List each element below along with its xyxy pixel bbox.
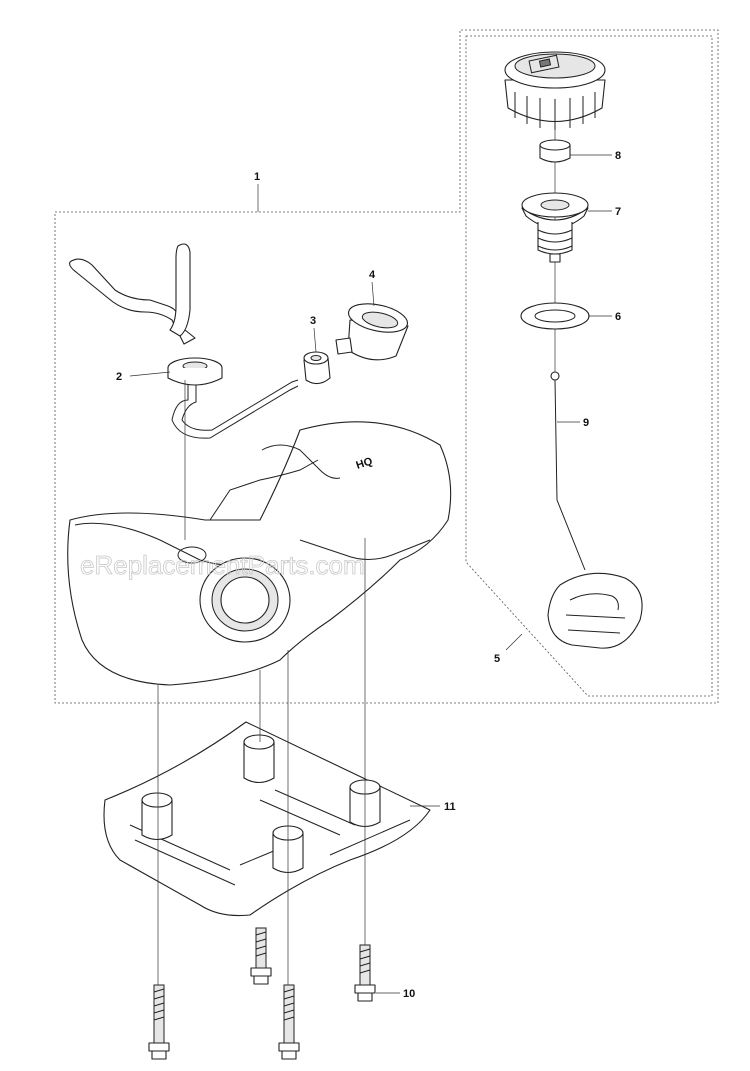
watermark-text: eReplacementParts.com <box>80 550 365 580</box>
part-10-bolt-a <box>148 984 170 1060</box>
callout-1: 1 <box>254 171 260 183</box>
callout-7: 7 <box>615 206 621 218</box>
leader-5 <box>505 633 523 651</box>
callout-4: 4 <box>369 269 376 281</box>
callout-6: 6 <box>615 311 621 323</box>
assembly-5-boundary <box>465 35 713 697</box>
callout-9: 9 <box>583 417 589 429</box>
part-2-fuel-hose <box>69 243 299 439</box>
callout-2: 2 <box>116 371 122 383</box>
callout-10: 10 <box>403 988 415 1000</box>
part-3-connector <box>303 351 331 385</box>
callout-5: 5 <box>494 653 500 665</box>
part-10-bolt-b <box>250 927 272 985</box>
fuel-cap <box>504 51 606 130</box>
part-8-seal <box>539 139 571 163</box>
leader-3 <box>313 327 317 353</box>
assembly-1-boundary <box>54 29 719 704</box>
part-9-fuel-pickup <box>547 371 643 649</box>
part-4-fuel-filter <box>335 303 409 361</box>
part-7-filler-neck <box>521 192 589 263</box>
part-11-base-plate <box>103 721 431 917</box>
callout-11: 11 <box>444 801 456 813</box>
callout-8: 8 <box>615 150 621 162</box>
tank-brand-mark: HQ <box>355 455 375 472</box>
part-6-washer <box>520 302 590 330</box>
leader-4 <box>371 281 375 307</box>
part-10-bolt-d <box>354 944 376 1002</box>
callout-3: 3 <box>310 315 316 327</box>
part-1-fuel-tank: HQ <box>67 421 452 686</box>
part-10-bolt-c <box>278 984 300 1060</box>
leader-2 <box>129 371 171 377</box>
